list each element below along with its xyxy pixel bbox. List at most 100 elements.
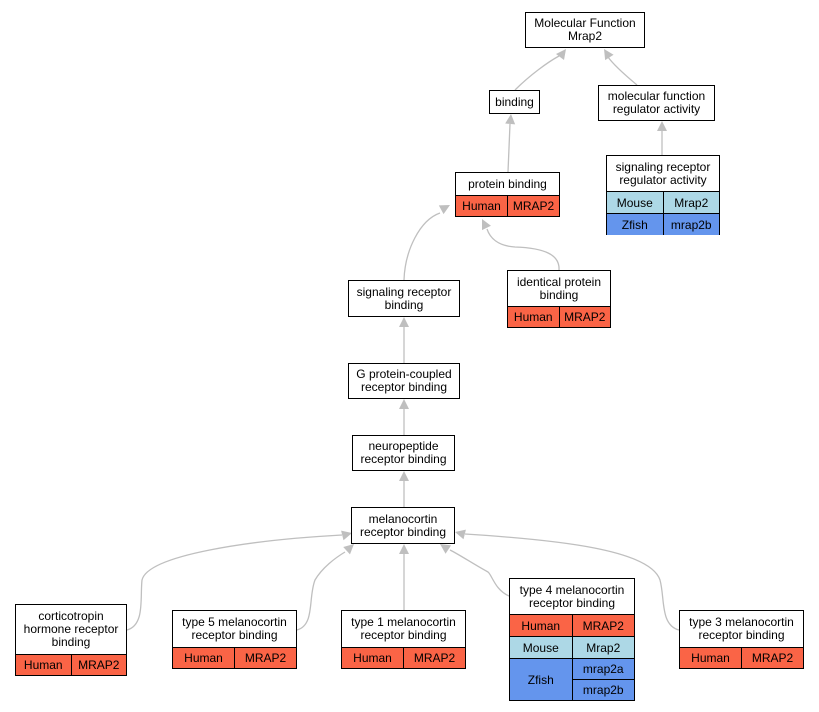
annotation-row: Human MRAP2 [456, 195, 559, 216]
edge-pb-to-binding [507, 123, 511, 173]
gene-cell[interactable]: Mrap2 [571, 636, 634, 659]
arrowhead-icon [399, 471, 409, 481]
species-cell: Mouse [510, 636, 572, 659]
gene-cell[interactable]: MRAP2 [403, 647, 465, 668]
node-binding[interactable]: binding [489, 90, 540, 114]
node-label: receptor binding [360, 628, 447, 642]
arrowhead-icon [604, 49, 614, 61]
arrowhead-icon [455, 529, 466, 540]
node-gpcr-binding[interactable]: G protein-coupled receptor binding [348, 363, 460, 399]
species-cell: Zfish [607, 213, 663, 235]
arrowhead-icon [657, 121, 667, 131]
annotation-table: Mouse Mrap2 Zfish mrap2b [607, 191, 719, 235]
annotation-table: Human MRAP2 [508, 306, 610, 327]
gene-cell[interactable]: Mrap2 [662, 191, 719, 214]
node-label: receptor binding [698, 628, 785, 642]
node-label: receptor binding [359, 524, 447, 539]
node-label: binding [495, 94, 534, 109]
species-cell: Human [342, 647, 404, 668]
annotation-row: Human MRAP2 [508, 306, 610, 327]
annotation-row: mrap2b [510, 679, 634, 700]
node-label: corticotropin [38, 609, 104, 623]
node-molecular-function-regulator-activity[interactable]: molecular function regulator activity [598, 85, 715, 121]
gene-cell[interactable]: MRAP2 [507, 195, 559, 216]
annotation-row: Zfish mrap2a [510, 658, 634, 700]
gene-cell[interactable]: MRAP2 [558, 306, 610, 327]
arrowhead-icon [399, 544, 409, 554]
node-identical-protein-binding[interactable]: identical protein binding Human MRAP2 [507, 270, 611, 328]
gene-cell[interactable]: MRAP2 [70, 654, 126, 675]
node-label: binding [51, 635, 91, 649]
annotation-row: Human MRAP2 [510, 614, 634, 637]
gene-cell[interactable]: MRAP2 [571, 614, 634, 637]
node-type-5-melanocortin-receptor-binding[interactable]: type 5 melanocortin receptor binding Hum… [172, 610, 297, 669]
annotation-row: Mouse Mrap2 [607, 191, 719, 214]
species-cell: Human [16, 654, 71, 675]
node-label: binding [539, 287, 579, 302]
species-cell: Human [456, 195, 508, 216]
edge-t4-to-mcr [449, 549, 510, 597]
node-label: identical protein [516, 274, 602, 289]
node-label: type 3 melanocortin [689, 615, 794, 629]
node-label: regulator activity [619, 172, 707, 187]
node-label: receptor binding [360, 380, 448, 394]
node-label: regulator activity [612, 102, 701, 116]
annotation-table: Human MRAP2 Mouse Mrap2 Zfish mrap2a mra… [510, 614, 634, 700]
annotation-table: Human MRAP2 [16, 654, 126, 675]
species-cell: Zfish [510, 658, 572, 700]
node-label: type 5 melanocortin [182, 615, 287, 629]
arrowhead-icon [399, 399, 409, 409]
species-cell: Mouse [607, 191, 663, 214]
node-melanocortin-receptor-binding[interactable]: melanocortin receptor binding [351, 507, 455, 544]
edge-ipb-to-pb [486, 228, 560, 271]
annotation-row: Zfish mrap2b [607, 213, 719, 235]
annotation-table: Human MRAP2 [342, 647, 465, 668]
node-label: melanocortin [368, 511, 438, 526]
arrowhead-icon [438, 205, 450, 215]
arrowhead-icon [341, 530, 352, 541]
node-label: signaling receptor [356, 284, 452, 299]
node-signaling-receptor-regulator-activity[interactable]: signaling receptor regulator activity Mo… [606, 155, 720, 235]
node-signaling-receptor-binding[interactable]: signaling receptor binding [348, 280, 460, 317]
arrowhead-icon [399, 317, 409, 327]
node-molecular-function[interactable]: Molecular Function Mrap2 [525, 12, 645, 48]
node-protein-binding[interactable]: protein binding Human MRAP2 [455, 172, 560, 217]
annotation-row: Human MRAP2 [680, 647, 803, 668]
arrowhead-icon [505, 114, 516, 125]
annotation-table: Human MRAP2 [173, 647, 296, 668]
node-label: binding [384, 297, 424, 312]
node-label: Mrap2 [567, 29, 602, 43]
node-label: G protein-coupled [356, 367, 452, 381]
gene-cell[interactable]: mrap2b [571, 679, 634, 700]
gene-cell[interactable]: mrap2a [571, 658, 634, 680]
node-type-4-melanocortin-receptor-binding[interactable]: type 4 melanocortin receptor binding Hum… [509, 578, 635, 701]
node-label: type 1 melanocortin [351, 615, 456, 629]
gene-cell[interactable]: MRAP2 [234, 647, 296, 668]
node-label: neuropeptide [368, 439, 439, 453]
annotation-table: Human MRAP2 [680, 647, 803, 668]
arrowhead-icon [440, 544, 452, 554]
edge-binding-to-root [514, 55, 560, 91]
node-label: hormone receptor [23, 622, 119, 636]
arrowhead-icon [482, 219, 491, 231]
edge-t3-to-mcr [464, 533, 680, 631]
node-label: Molecular Function [534, 16, 636, 30]
arrowhead-icon [556, 49, 566, 60]
annotation-row: Human MRAP2 [16, 654, 126, 675]
node-type-3-melanocortin-receptor-binding[interactable]: type 3 melanocortin receptor binding Hum… [679, 610, 804, 669]
edge-ctr-to-mcr [126, 534, 343, 631]
node-label: receptor binding [191, 628, 278, 642]
annotation-row: Human MRAP2 [173, 647, 296, 668]
species-cell: Human [680, 647, 742, 668]
edge-mfra-to-root [607, 56, 638, 86]
node-type-1-melanocortin-receptor-binding[interactable]: type 1 melanocortin receptor binding Hum… [341, 610, 466, 669]
annotation-table: Human MRAP2 [456, 195, 559, 216]
node-label: protein binding [468, 176, 547, 191]
node-corticotropin-hormone-receptor-binding[interactable]: corticotropin hormone receptor binding H… [15, 604, 127, 676]
node-neuropeptide-receptor-binding[interactable]: neuropeptide receptor binding [352, 435, 455, 471]
gene-cell[interactable]: MRAP2 [741, 647, 803, 668]
node-label: receptor binding [360, 452, 447, 466]
edge-srb-to-pb [403, 212, 441, 281]
node-label: signaling receptor [615, 159, 711, 174]
gene-cell[interactable]: mrap2b [662, 213, 719, 235]
